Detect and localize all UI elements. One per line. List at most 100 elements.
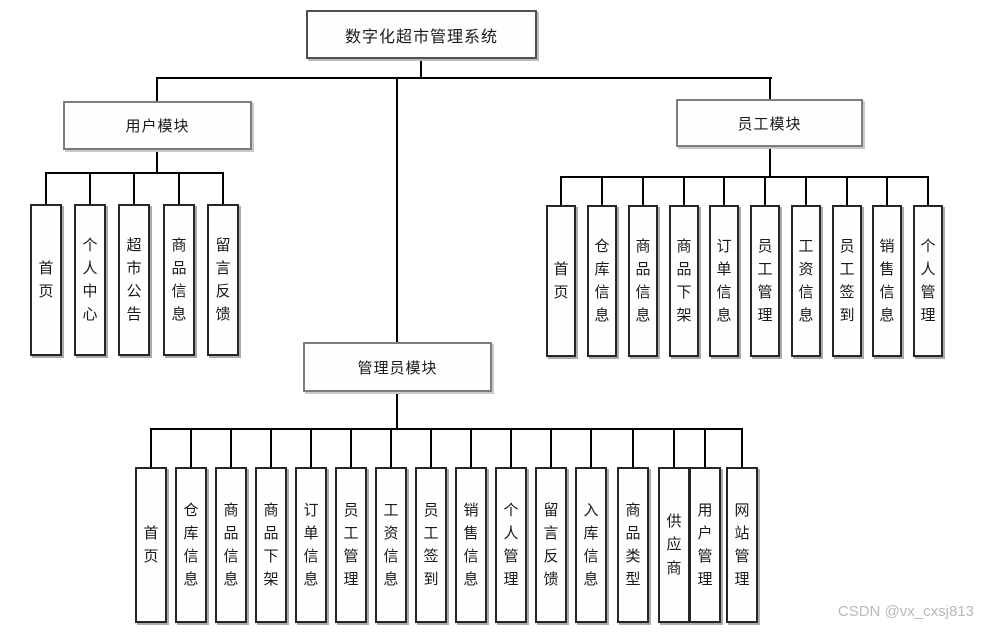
leaf-node-label: 个人管理 <box>503 500 519 589</box>
leaf-node-label: 仓库信息 <box>594 236 610 325</box>
leaf-node-label: 商品下架 <box>676 236 692 325</box>
connector-root-stub <box>420 59 422 79</box>
leaf-node-label: 员工管理 <box>343 500 359 589</box>
leaf-node: 仓库信息 <box>587 205 617 357</box>
leaf-node-label: 供应商 <box>666 512 682 577</box>
leaf-node: 工资信息 <box>791 205 821 357</box>
leaf-node: 个人管理 <box>913 205 943 357</box>
leaf-node: 商品信息 <box>163 204 195 356</box>
leaf-node: 订单信息 <box>295 467 327 623</box>
leaf-node: 用户管理 <box>689 467 721 623</box>
connector-children-bar <box>560 176 929 178</box>
leaf-node: 销售信息 <box>872 205 902 357</box>
connector-leaf-stub <box>470 428 472 469</box>
connector-leaf-stub <box>927 176 929 207</box>
leaf-node-label: 首页 <box>143 523 159 565</box>
module-node-user: 用户模块 <box>63 101 252 150</box>
connector-leaf-stub <box>805 176 807 207</box>
leaf-node-label: 入库信息 <box>583 500 599 589</box>
connector-leaf-stub <box>764 176 766 207</box>
module-node-employee: 员工模块 <box>676 99 863 147</box>
connector-children-bar <box>150 428 743 430</box>
leaf-node-label: 超市公告 <box>126 235 142 324</box>
connector-leaf-stub <box>590 428 592 469</box>
connector-user-module-stub <box>156 77 158 103</box>
connector-employee-children-stub <box>769 147 771 178</box>
connector-admin-children-stub <box>396 392 398 430</box>
leaf-node: 员工签到 <box>415 467 447 623</box>
connector-user-children-stub <box>156 150 158 174</box>
connector-leaf-stub <box>310 428 312 469</box>
leaf-node-label: 用户管理 <box>697 500 713 589</box>
connector-leaf-stub <box>89 172 91 206</box>
connector-leaf-stub <box>886 176 888 207</box>
watermark: CSDN @vx_cxsj813 <box>837 603 974 620</box>
connector-leaf-stub <box>150 428 152 469</box>
connector-leaf-stub <box>190 428 192 469</box>
leaf-node: 员工管理 <box>750 205 780 357</box>
leaf-node: 网站管理 <box>726 467 758 623</box>
connector-employee-module-stub <box>769 77 771 101</box>
leaf-node: 仓库信息 <box>175 467 207 623</box>
leaf-node-label: 网站管理 <box>734 500 750 589</box>
connector-leaf-stub <box>230 428 232 469</box>
leaf-node-label: 订单信息 <box>303 500 319 589</box>
connector-leaf-stub <box>601 176 603 207</box>
root-node: 数字化超市管理系统 <box>306 10 537 59</box>
leaf-node-label: 商品信息 <box>635 236 651 325</box>
leaf-node-label: 订单信息 <box>716 236 732 325</box>
leaf-node-label: 员工签到 <box>423 500 439 589</box>
module-node-user-label: 用户模块 <box>125 117 190 135</box>
root-node-label: 数字化超市管理系统 <box>344 26 498 46</box>
leaf-node: 商品类型 <box>617 467 649 623</box>
leaf-node: 销售信息 <box>455 467 487 623</box>
leaf-node-label: 留言反馈 <box>543 500 559 589</box>
leaf-node: 员工管理 <box>335 467 367 623</box>
leaf-node-label: 个人中心 <box>82 235 98 324</box>
connector-top-bar <box>157 77 772 79</box>
leaf-node-label: 销售信息 <box>463 500 479 589</box>
connector-leaf-stub <box>673 428 675 469</box>
connector-leaf-stub <box>704 428 706 469</box>
leaf-node-label: 工资信息 <box>383 500 399 589</box>
connector-leaf-stub <box>510 428 512 469</box>
leaf-node-label: 商品信息 <box>171 235 187 324</box>
connector-leaf-stub <box>133 172 135 206</box>
leaf-node-label: 员工签到 <box>839 236 855 325</box>
module-node-admin: 管理员模块 <box>303 342 492 392</box>
connector-leaf-stub <box>560 176 562 207</box>
leaf-node: 首页 <box>546 205 576 357</box>
leaf-node-label: 员工管理 <box>757 236 773 325</box>
connector-leaf-stub <box>642 176 644 207</box>
module-node-admin-label: 管理员模块 <box>357 358 438 377</box>
leaf-node: 首页 <box>135 467 167 623</box>
connector-leaf-stub <box>846 176 848 207</box>
leaf-node: 入库信息 <box>575 467 607 623</box>
leaf-node-label: 销售信息 <box>879 236 895 325</box>
leaf-node: 个人管理 <box>495 467 527 623</box>
leaf-node: 商品信息 <box>215 467 247 623</box>
leaf-node: 个人中心 <box>74 204 106 356</box>
connector-leaf-stub <box>45 172 47 206</box>
connector-leaf-stub <box>723 176 725 207</box>
leaf-node: 超市公告 <box>118 204 150 356</box>
leaf-node-label: 留言反馈 <box>215 235 231 324</box>
connector-leaf-stub <box>632 428 634 469</box>
connector-leaf-stub <box>178 172 180 206</box>
leaf-node-label: 仓库信息 <box>183 500 199 589</box>
leaf-node-label: 商品类型 <box>625 500 641 589</box>
leaf-node-label: 商品信息 <box>223 500 239 589</box>
connector-leaf-stub <box>350 428 352 469</box>
connector-leaf-stub <box>430 428 432 469</box>
leaf-node: 商品下架 <box>255 467 287 623</box>
connector-leaf-stub <box>741 428 743 469</box>
connector-leaf-stub <box>550 428 552 469</box>
leaf-node: 商品下架 <box>669 205 699 357</box>
leaf-node: 留言反馈 <box>207 204 239 356</box>
leaf-node: 工资信息 <box>375 467 407 623</box>
leaf-node-label: 首页 <box>553 259 569 301</box>
leaf-node: 订单信息 <box>709 205 739 357</box>
connector-leaf-stub <box>390 428 392 469</box>
connector-leaf-stub <box>270 428 272 469</box>
